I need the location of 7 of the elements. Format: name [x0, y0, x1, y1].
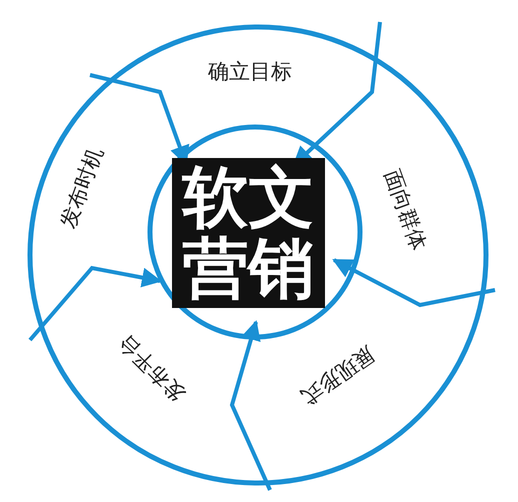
center-title: 软文营销 [182, 162, 314, 304]
segment-label: 展现形式 [298, 342, 378, 408]
segment-label: 确立目标 [208, 62, 292, 82]
segment-label: 发布时机 [58, 144, 106, 232]
title-block [172, 158, 325, 308]
segment-label: 面向群体 [380, 166, 430, 254]
segment-label: 发布平台 [114, 330, 190, 406]
